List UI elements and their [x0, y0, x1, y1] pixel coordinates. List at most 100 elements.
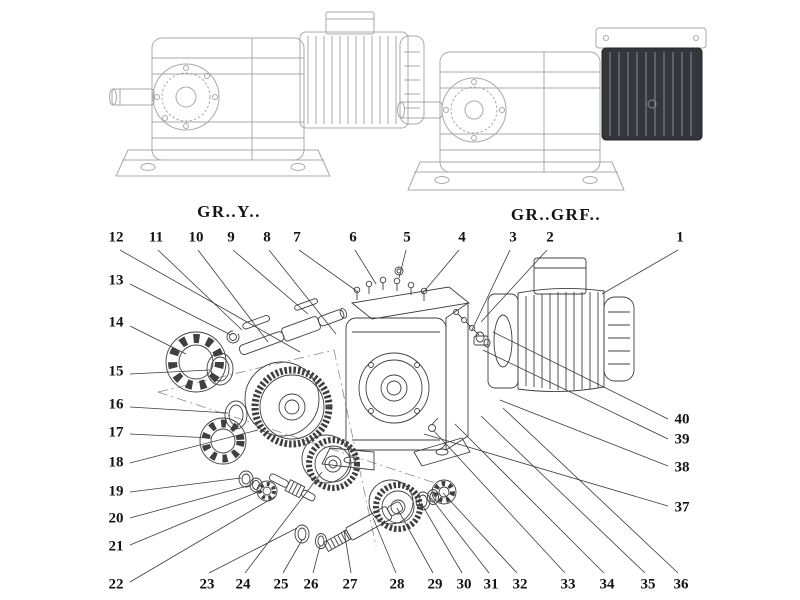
callout-21: 21 [108, 538, 124, 555]
assembly-axis-lines [157, 349, 439, 547]
input-shaft [238, 308, 348, 356]
callout-33: 33 [560, 576, 576, 593]
gear-output [368, 479, 423, 532]
callout-26: 26 [303, 576, 319, 593]
callout-11: 11 [148, 229, 164, 246]
illustration-gr-grf [397, 27, 707, 191]
leader-line-39 [482, 349, 669, 440]
callout-7: 7 [293, 229, 301, 246]
callout-27: 27 [342, 576, 358, 593]
callout-19: 19 [108, 483, 124, 500]
callout-5: 5 [403, 229, 411, 246]
leader-line-5 [398, 249, 407, 279]
shaft-key-left [242, 314, 270, 330]
leader-line-18 [129, 429, 259, 464]
exploded-view [157, 257, 635, 552]
callout-14: 14 [108, 314, 124, 331]
leader-line-34 [454, 423, 605, 574]
callout-16: 16 [108, 396, 124, 413]
circlip [226, 330, 240, 344]
washer-small-1 [238, 470, 254, 488]
seal-ring [206, 352, 234, 386]
leader-line-27 [343, 529, 352, 574]
leader-line-21 [129, 490, 261, 546]
leader-line-4 [421, 249, 460, 295]
callout-8: 8 [263, 229, 271, 246]
leader-line-7 [298, 249, 359, 293]
callout-9: 9 [227, 229, 235, 246]
washer-small-2 [249, 477, 263, 493]
leader-line-17 [129, 433, 213, 439]
callout-3: 3 [509, 229, 517, 246]
callout-40: 40 [674, 411, 690, 428]
leader-line-23 [208, 527, 298, 574]
bearing-large [165, 331, 227, 393]
leader-line-32 [442, 492, 518, 574]
leader-line-19 [129, 477, 242, 493]
leader-line-29 [396, 507, 434, 574]
leader-line-8 [268, 249, 337, 335]
bearing-medium [199, 417, 247, 465]
cover-bolts [353, 266, 428, 301]
callout-25: 25 [273, 576, 289, 593]
callout-34: 34 [599, 576, 615, 593]
callout-18: 18 [108, 454, 124, 471]
ring-output-2 [315, 533, 327, 549]
callout-13: 13 [108, 272, 124, 289]
leader-line-24 [244, 471, 323, 574]
bearing-small-2 [431, 479, 457, 505]
leader-line-15 [129, 369, 211, 375]
callout-39: 39 [674, 431, 690, 448]
callout-17: 17 [108, 424, 124, 441]
leader-line-6 [354, 249, 377, 285]
leader-line-14 [129, 325, 187, 355]
leader-line-11 [157, 249, 243, 331]
variant-title-gr-grf: GR..GRF.. [510, 205, 602, 224]
gear-housing [321, 286, 471, 471]
leader-line-16 [129, 406, 229, 414]
callout-32: 32 [512, 576, 528, 593]
leader-line-2 [480, 249, 548, 323]
callout-6: 6 [349, 229, 357, 246]
callout-10: 10 [188, 229, 204, 246]
callout-4: 4 [458, 229, 466, 246]
motor [473, 257, 635, 393]
pinion-shaft [268, 473, 316, 502]
callout-12: 12 [108, 229, 124, 246]
callout-15: 15 [108, 363, 124, 380]
motor-fasteners [453, 309, 491, 348]
callout-37: 37 [674, 499, 690, 516]
leader-line-38 [499, 399, 669, 467]
callout-24: 24 [235, 576, 251, 593]
callout-20: 20 [108, 510, 124, 527]
callout-29: 29 [427, 576, 443, 593]
callout-35: 35 [640, 576, 656, 593]
callout-36: 36 [673, 576, 689, 593]
callout-31: 31 [483, 576, 499, 593]
leader-line-26 [312, 545, 321, 574]
leader-line-35 [480, 415, 646, 574]
ring-output-4 [427, 489, 439, 505]
gear-large [244, 361, 333, 448]
shaft-key-right [294, 298, 318, 311]
leader-line-28 [372, 517, 397, 574]
leader-line-33 [433, 430, 566, 574]
illustration-gr-y [109, 11, 425, 177]
leader-line-1 [601, 249, 679, 295]
callout-1: 1 [676, 229, 684, 246]
output-shaft [322, 501, 404, 552]
variant-title-gr-y: GR..Y.. [197, 202, 261, 221]
leader-line-10 [197, 249, 269, 343]
leader-lines [119, 249, 679, 583]
leader-line-30 [420, 502, 463, 574]
callout-28: 28 [389, 576, 405, 593]
leader-line-13 [129, 283, 232, 336]
callout-2: 2 [546, 229, 554, 246]
leader-line-3 [471, 249, 511, 331]
leader-line-20 [129, 484, 252, 519]
leader-line-9 [232, 249, 309, 315]
leader-line-36 [502, 407, 679, 574]
callout-23: 23 [199, 576, 215, 593]
